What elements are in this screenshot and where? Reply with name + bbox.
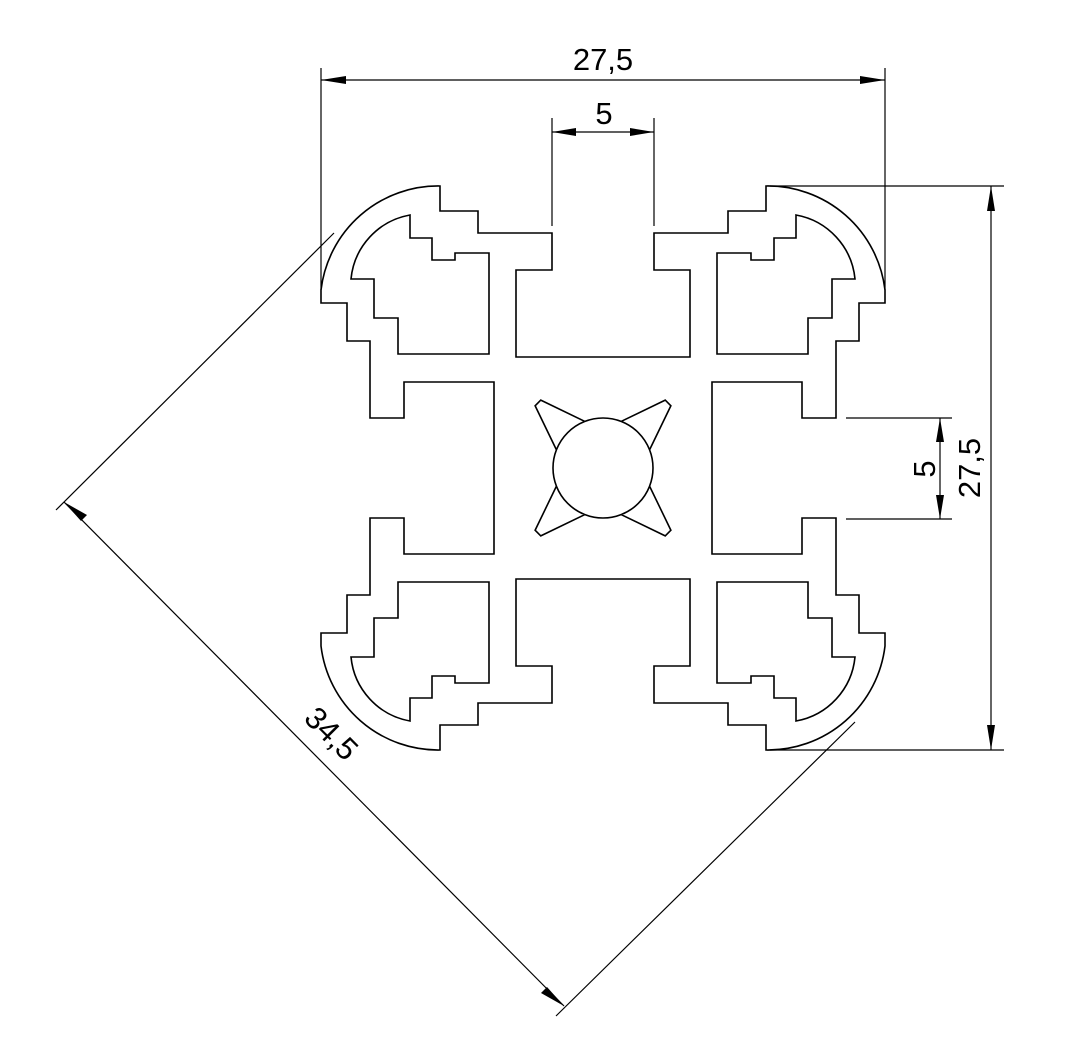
dimension-slot-width-top: 5 [551,96,655,226]
corner-cavity-bottom-right [716,581,856,722]
dimension-label: 5 [907,460,942,477]
arrowhead [860,76,885,84]
dimension-label: 34,5 [298,700,365,767]
corner-cavity-bottom-left [350,581,490,722]
arrowhead [987,186,995,211]
corner-cavity-top-right [716,214,856,355]
dimension-overall-width: 27,5 [320,42,886,290]
center-bore [534,399,672,537]
dimension-line [63,501,565,1007]
dimension-diagonal: 34,5 [55,232,856,1017]
corner-cavity-top-left [350,214,490,355]
arrowhead [541,987,564,1006]
dimension-label: 27,5 [952,438,987,498]
profile-outer-outline [320,185,886,751]
dimension-slot-width-right: 5 [846,417,952,520]
arrowhead [987,725,995,750]
arrowhead [630,128,654,136]
dimension-label: 5 [595,96,612,131]
arrowhead [64,502,87,521]
dimension-overall-height: 27,5 [770,185,1004,751]
dimension-label: 27,5 [573,42,633,77]
extension-line [555,721,856,1017]
arrowhead [321,76,346,84]
arrowhead [936,418,944,442]
extension-line [55,232,335,511]
arrowhead [936,495,944,519]
arrowhead [552,128,576,136]
